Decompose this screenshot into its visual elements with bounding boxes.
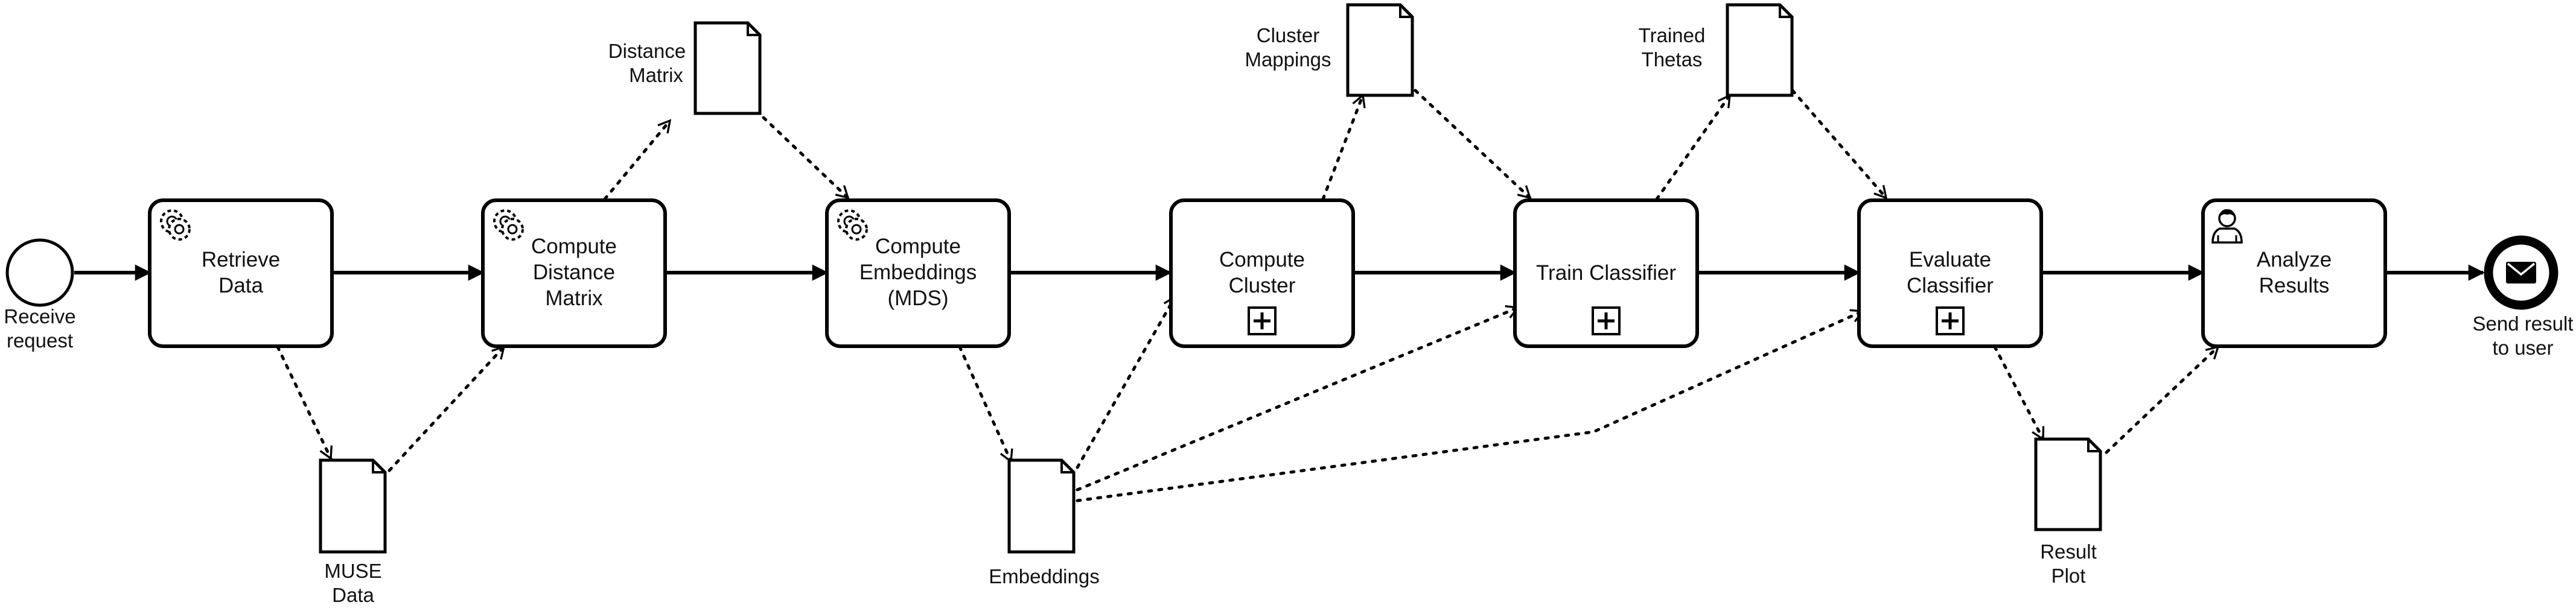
task-label-line-2: Cluster [1229,274,1296,297]
association-trained-thetas-to-evaluate[interactable] [1791,89,1888,200]
document-icon[interactable] [1007,458,1076,554]
envelope-icon [2506,262,2536,283]
start-event-label-line-1: Receive [4,305,75,328]
task-label-line-1: Compute [1219,248,1305,271]
task-label-line-2: Results [2259,274,2330,297]
task-compute-cluster[interactable]: Compute Cluster [1169,198,1355,348]
task-analyze-results[interactable]: Analyze Results [2201,198,2387,348]
document-icon[interactable] [1346,3,1414,97]
task-box[interactable] [481,198,667,348]
gear-icon [493,209,524,241]
subprocess-plus-icon[interactable] [1248,306,1277,335]
task-box[interactable] [1857,198,2043,348]
task-label-line-1: Retrieve [202,248,280,271]
subprocess-plus-icon[interactable] [1592,306,1621,335]
start-event-label-line-2: request [7,329,73,352]
data-object-label-line-1: Trained [1639,24,1706,46]
task-box[interactable] [2201,198,2387,348]
task-box[interactable] [1169,198,1355,348]
data-object-label-line-1: Result [2040,540,2097,563]
document-icon[interactable] [693,21,762,115]
task-box[interactable] [1513,198,1699,348]
data-object-label-line-2: Data [332,584,374,606]
task-label-line-2: Distance [533,261,615,284]
task-compute-distance-matrix[interactable]: Compute Distance Matrix [481,198,667,348]
task-label-line-1: Evaluate [1909,248,1991,271]
document-icon[interactable] [319,458,387,554]
data-object-cluster-mappings[interactable]: Cluster Mappings [1245,3,1414,97]
task-label-line-1: Compute [531,235,617,258]
data-associations [276,89,2220,502]
gear-icon [160,209,191,241]
start-event-circle[interactable] [5,238,74,307]
end-event-label-line-1: Send result [2473,312,2574,335]
data-object-embeddings[interactable]: Embeddings [989,458,1100,587]
task-label-line-3: (MDS) [887,287,948,310]
task-label-line-1: Compute [875,235,961,258]
data-object-result-plot[interactable]: Result Plot [2034,437,2102,587]
task-label-line-3: Matrix [545,287,603,310]
start-event[interactable]: Receive request [4,238,76,352]
association-distance-matrix-to-embeddings[interactable] [762,116,850,200]
task-box[interactable] [825,198,1011,348]
task-label-line-1: Analyze [2257,248,2332,271]
data-object-muse-data[interactable]: MUSE Data [319,458,387,606]
task-retrieve-data[interactable]: Retrieve Data [148,198,334,348]
data-object-label-line-1: Cluster [1257,24,1320,46]
task-label-line-1: Train Classifier [1536,261,1676,285]
association-muse-to-distance[interactable] [387,345,506,472]
task-train-classifier[interactable]: Train Classifier [1513,198,1699,348]
data-object-label-line-2: Mappings [1245,48,1331,71]
document-icon[interactable] [2034,437,2102,531]
data-object-label-line-1: Distance [608,40,686,62]
association-embeddings-to-embeddings-obj[interactable] [958,345,1013,464]
association-cluster-to-cluster-mappings[interactable] [1321,93,1366,201]
task-compute-embeddings[interactable]: Compute Embeddings (MDS) [825,198,1011,348]
data-object-trained-thetas[interactable]: Trained Thetas [1639,3,1794,97]
association-cluster-mappings-to-train[interactable] [1414,89,1532,200]
association-retrieve-to-muse[interactable] [276,345,333,461]
association-embeddings-obj-to-train[interactable] [1076,305,1520,492]
data-object-label-line-2: Plot [2052,565,2086,587]
task-evaluate-classifier[interactable]: Evaluate Classifier [1857,198,2043,348]
association-distance-to-distance-matrix[interactable] [603,119,672,201]
end-event[interactable]: Send result to user [2473,235,2574,359]
task-box[interactable] [148,198,334,348]
task-label-line-2: Embeddings [859,261,977,284]
data-object-label-line-1: Embeddings [989,565,1099,587]
document-icon[interactable] [1726,3,1794,97]
task-label-line-2: Classifier [1907,274,1994,297]
association-result-plot-to-analyze[interactable] [2105,345,2220,454]
data-object-label-line-2: Matrix [629,64,683,86]
association-embeddings-obj-to-evaluate[interactable] [1076,309,1865,502]
association-evaluate-to-result-plot[interactable] [1993,345,2045,442]
association-train-to-trained-thetas[interactable] [1655,93,1732,201]
data-object-label-line-2: Thetas [1642,48,1703,71]
gear-icon [837,209,868,241]
data-object-distance-matrix[interactable]: Distance Matrix [608,21,762,115]
association-embeddings-obj-to-cluster[interactable] [1076,295,1177,469]
end-event-label-line-2: to user [2493,337,2554,359]
task-label-line-2: Data [218,274,263,297]
user-icon [2211,209,2243,244]
subprocess-plus-icon[interactable] [1936,306,1965,335]
data-object-label-line-1: MUSE [324,560,381,582]
